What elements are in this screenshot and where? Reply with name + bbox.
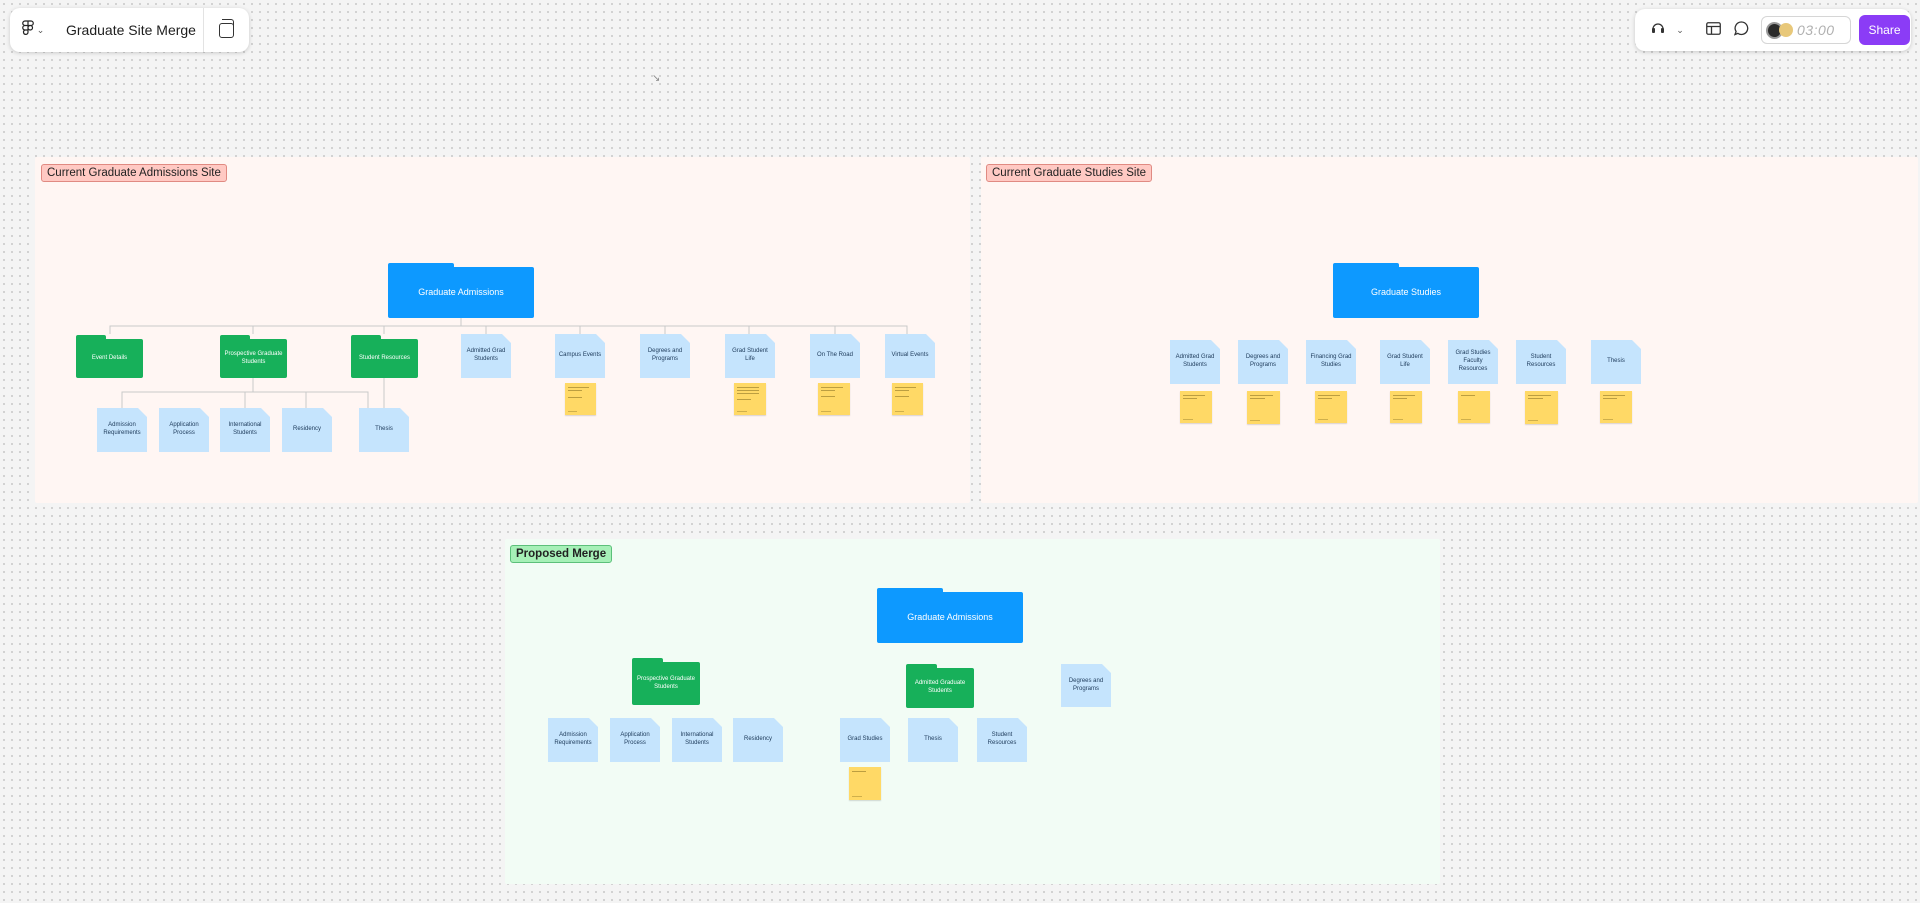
sticky-note[interactable]: [1180, 391, 1212, 423]
tree-folder-prospective[interactable]: Prospective Graduate Students: [632, 658, 700, 705]
tree-page-thesis[interactable]: Thesis: [908, 718, 958, 762]
chevron-down-icon: ⌄: [36, 24, 45, 35]
toolbar-divider: [203, 8, 204, 52]
sticky-note[interactable]: [849, 767, 881, 800]
tree-page-degrees[interactable]: Degrees and Programs: [640, 334, 690, 378]
audio-chat-icon: [1651, 21, 1667, 39]
avatar[interactable]: [1779, 23, 1793, 37]
share-button[interactable]: Share: [1859, 15, 1910, 45]
sticky-note[interactable]: [734, 383, 766, 415]
sticky-note[interactable]: [565, 383, 596, 415]
tree-page-financing[interactable]: Financing Grad Studies: [1306, 340, 1356, 384]
tree-page-international[interactable]: International Students: [672, 718, 722, 762]
tree-page-admission-req[interactable]: Admission Requirements: [548, 718, 598, 762]
section-studies[interactable]: [981, 157, 1918, 503]
tree-folder-admitted[interactable]: Admitted Graduate Students: [906, 664, 974, 708]
tree-page-virtual-events[interactable]: Virtual Events: [885, 334, 935, 378]
tree-page-thesis[interactable]: Thesis: [1591, 340, 1641, 384]
tree-page-application[interactable]: Application Process: [610, 718, 660, 762]
tree-page-admitted[interactable]: Admitted Grad Students: [1170, 340, 1220, 384]
tree-page-degrees[interactable]: Degrees and Programs: [1238, 340, 1288, 384]
tree-page-on-the-road[interactable]: On The Road: [810, 334, 860, 378]
tree-page-residency[interactable]: Residency: [282, 408, 332, 452]
section-label[interactable]: Current Graduate Admissions Site: [41, 164, 227, 182]
tree-page-grad-studies[interactable]: Grad Studies: [840, 718, 890, 762]
pages-icon: [218, 18, 234, 38]
chevron-down-icon[interactable]: ⌄: [1676, 24, 1684, 35]
tree-page-admitted[interactable]: Admitted Grad Students: [461, 334, 511, 378]
tree-page-student-resources[interactable]: Student Resources: [1516, 340, 1566, 384]
collab-toolbar: ⌄ 03:00 Share: [1635, 9, 1911, 51]
cursor-icon: ↘: [652, 73, 661, 84]
tree-page-faculty-resources[interactable]: Grad Studies Faculty Resources: [1448, 340, 1498, 384]
section-merge[interactable]: [505, 539, 1440, 884]
tree-page-grad-life[interactable]: Grad Student Life: [1380, 340, 1430, 384]
timer-widget[interactable]: 03:00: [1761, 16, 1851, 44]
section-label[interactable]: Proposed Merge: [510, 545, 613, 563]
comment-icon: [1733, 20, 1749, 40]
sticky-note[interactable]: [892, 383, 923, 415]
tree-page-degrees[interactable]: Degrees and Programs: [1061, 664, 1111, 707]
tree-page-residency[interactable]: Residency: [733, 718, 783, 762]
sticky-note[interactable]: [818, 383, 850, 415]
tree-root-folder[interactable]: Graduate Admissions: [388, 263, 534, 318]
audio-chat-button[interactable]: [1645, 16, 1673, 44]
sticky-note[interactable]: [1247, 391, 1280, 424]
tree-page-admission-req[interactable]: Admission Requirements: [97, 408, 147, 452]
tree-page-student-resources[interactable]: Student Resources: [977, 718, 1027, 762]
tree-folder-event-details[interactable]: Event Details: [76, 335, 143, 378]
tree-folder-student-resources[interactable]: Student Resources: [351, 335, 418, 378]
main-menu-button[interactable]: ⌄: [10, 8, 56, 52]
tree-page-campus-events[interactable]: Campus Events: [555, 334, 605, 378]
file-toolbar: ⌄ Graduate Site Merge: [10, 8, 249, 52]
layout-icon: [1705, 21, 1721, 39]
tree-root-folder[interactable]: Graduate Admissions: [877, 588, 1023, 643]
layout-button[interactable]: [1699, 16, 1727, 44]
sticky-note[interactable]: [1525, 391, 1558, 424]
sticky-note[interactable]: [1458, 391, 1490, 423]
tree-root-folder[interactable]: Graduate Studies: [1333, 263, 1479, 318]
sticky-note[interactable]: [1315, 391, 1347, 423]
tree-page-application[interactable]: Application Process: [159, 408, 209, 452]
figjam-logo-icon: [21, 19, 34, 41]
pages-button[interactable]: [204, 18, 248, 38]
sticky-note[interactable]: [1600, 391, 1632, 423]
comment-button[interactable]: [1727, 16, 1755, 44]
section-label[interactable]: Current Graduate Studies Site: [986, 164, 1153, 182]
tree-page-thesis[interactable]: Thesis: [359, 408, 409, 452]
tree-page-international[interactable]: International Students: [220, 408, 270, 452]
tree-folder-prospective[interactable]: Prospective Graduate Students: [220, 335, 287, 378]
timer-text: 03:00: [1797, 22, 1835, 38]
tree-page-grad-life[interactable]: Grad Student Life: [725, 334, 775, 378]
sticky-note[interactable]: [1390, 391, 1422, 423]
file-title[interactable]: Graduate Site Merge: [66, 22, 196, 38]
